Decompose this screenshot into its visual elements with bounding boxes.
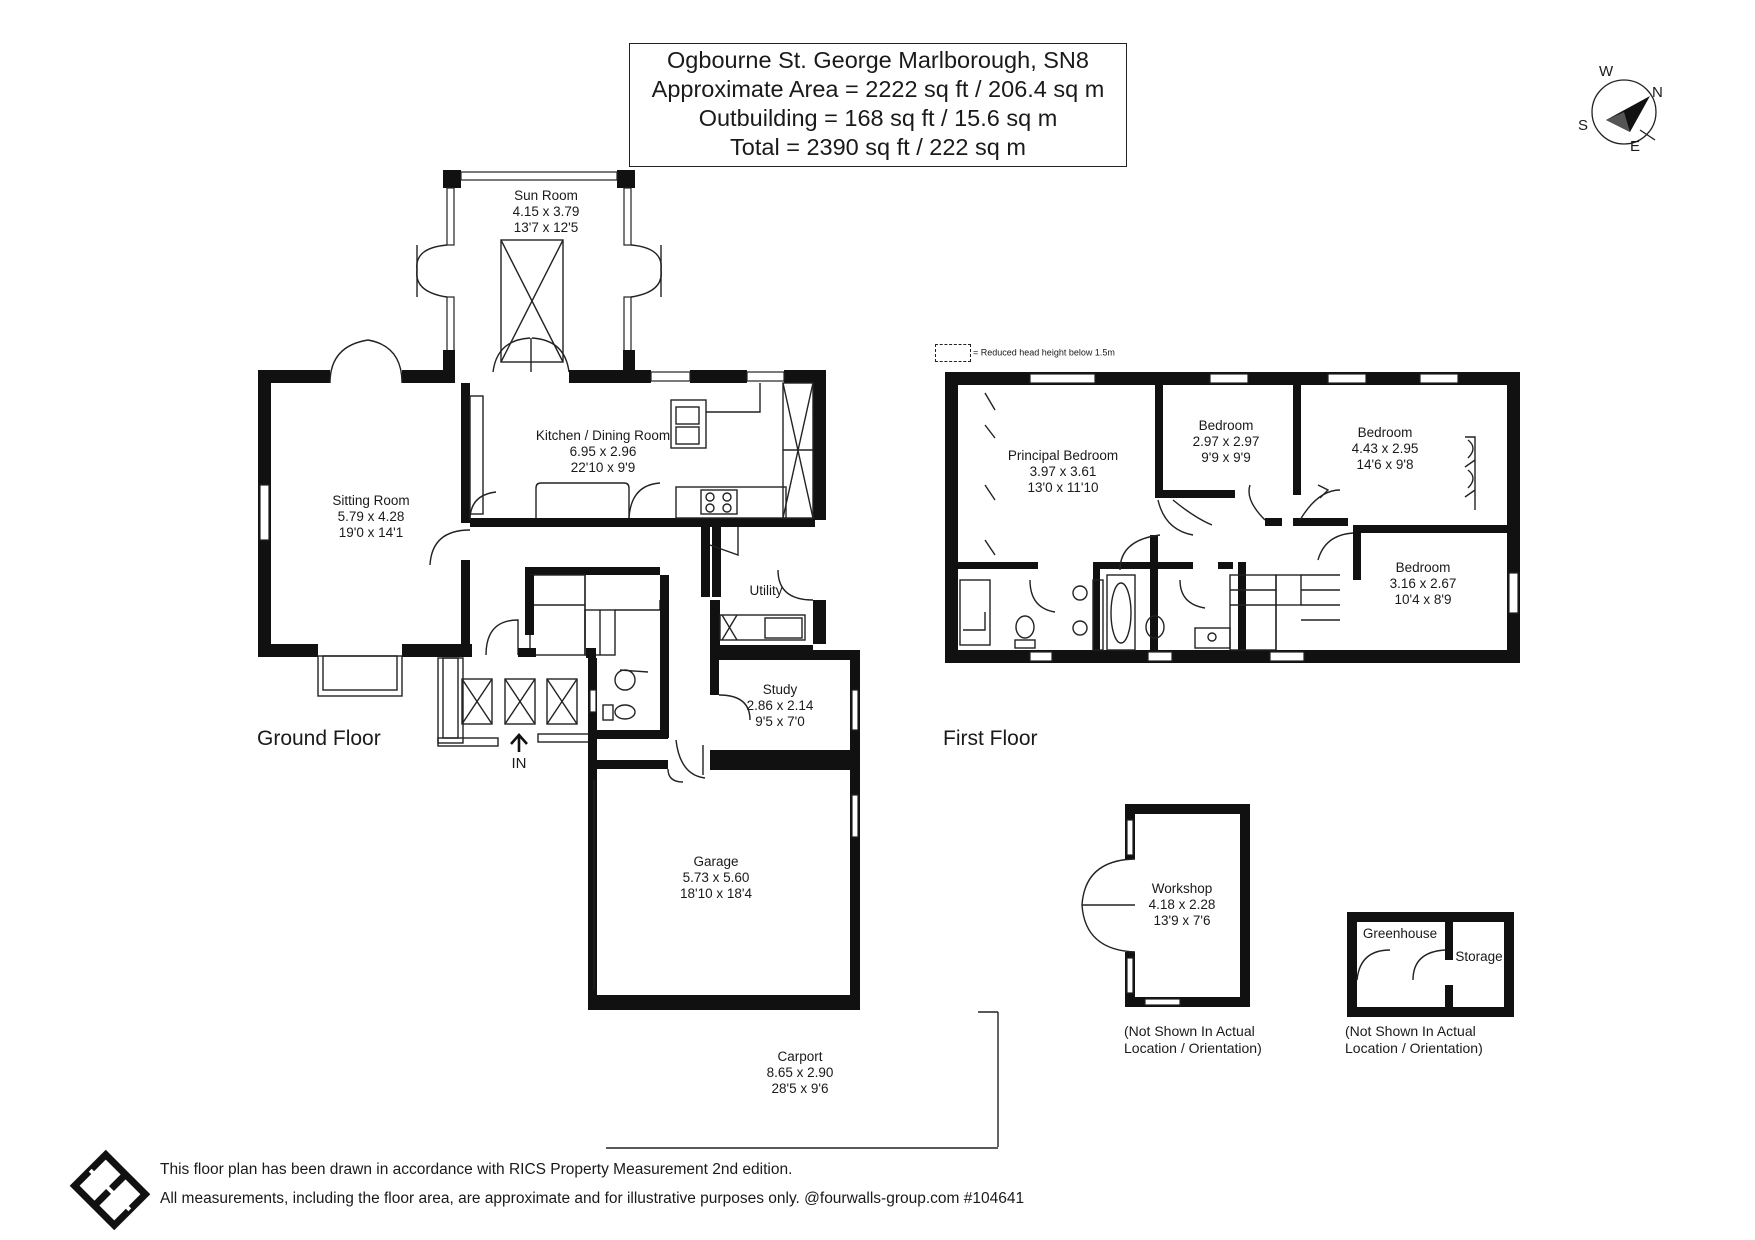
sitting-room-imperial: 19'0 x 14'1: [339, 525, 403, 540]
total-area: Total = 2390 sq ft / 222 sq m: [730, 134, 1026, 160]
carport-outline: [606, 1011, 999, 1149]
compass-w: W: [1599, 63, 1614, 80]
compass-e: E: [1630, 138, 1640, 155]
sitting-room-name: Sitting Room: [332, 493, 409, 508]
workshop-metric: 4.18 x 2.28: [1149, 897, 1216, 912]
dashed-box-icon: [935, 344, 971, 362]
garage-name: Garage: [693, 854, 738, 869]
greenhouse-note-line2: Location / Orientation): [1345, 1040, 1483, 1056]
greenhouse-location-note: (Not Shown In Actual Location / Orientat…: [1345, 1023, 1483, 1057]
legend-text: = Reduced head height below 1.5m: [973, 347, 1115, 358]
bedroom-3-imperial: 14'6 x 9'8: [1357, 457, 1414, 472]
carport-metric: 8.65 x 2.90: [767, 1065, 834, 1080]
greenhouse-name: Greenhouse: [1363, 926, 1437, 941]
bedroom-2-name: Bedroom: [1199, 418, 1254, 433]
kitchen-metric: 6.95 x 2.96: [570, 444, 637, 459]
compass-icon: [1591, 79, 1657, 145]
sun-room-imperial: 13'7 x 12'5: [514, 220, 578, 235]
workshop-imperial: 13'9 x 7'6: [1154, 913, 1211, 928]
workshop-plan: [1081, 804, 1250, 1007]
disclaimer: All measurements, including the floor ar…: [160, 1190, 1025, 1207]
storage-name: Storage: [1455, 949, 1502, 964]
garage-walls: [588, 736, 860, 1010]
ground-floor-label: Ground Floor: [257, 727, 381, 750]
workshop-location-note: (Not Shown In Actual Location / Orientat…: [1124, 1023, 1262, 1057]
study-metric: 2.86 x 2.14: [747, 698, 814, 713]
carport-name: Carport: [777, 1049, 822, 1064]
principal-bedroom-imperial: 13'0 x 11'10: [1028, 480, 1099, 495]
greenhouse-storage-plan: [1347, 912, 1514, 1017]
approximate-area: Approximate Area = 2222 sq ft / 206.4 sq…: [651, 76, 1105, 102]
first-floor-label: First Floor: [943, 727, 1038, 750]
rics-statement: This floor plan has been drawn in accord…: [160, 1161, 793, 1178]
bedroom-4-name: Bedroom: [1396, 560, 1451, 575]
principal-bedroom-metric: 3.97 x 3.61: [1030, 464, 1097, 479]
entrance-arrow-icon: [510, 733, 528, 752]
bedroom-3-metric: 4.43 x 2.95: [1352, 441, 1419, 456]
study-imperial: 9'5 x 7'0: [755, 714, 804, 729]
study-name: Study: [763, 682, 798, 697]
greenhouse-note-line1: (Not Shown In Actual: [1345, 1023, 1476, 1039]
bedroom-4-metric: 3.16 x 2.67: [1390, 576, 1457, 591]
ground-outer-walls: [258, 339, 826, 697]
hall-and-stairs: [429, 527, 814, 752]
utility-name: Utility: [750, 583, 783, 598]
study-walls: [710, 650, 860, 760]
garage-metric: 5.73 x 5.60: [683, 870, 750, 885]
sitting-room-metric: 5.79 x 4.28: [338, 509, 405, 524]
fourwalls-logo-icon: [69, 1149, 151, 1231]
bedroom-2-metric: 2.97 x 2.97: [1193, 434, 1260, 449]
address-title: Ogbourne St. George Marlborough, SN8: [667, 47, 1089, 73]
entrance-label: IN: [512, 755, 527, 772]
sun-room-walls: [416, 170, 662, 373]
bedroom-2-imperial: 9'9 x 9'9: [1201, 450, 1250, 465]
sun-room-metric: 4.15 x 3.79: [513, 204, 580, 219]
compass-n: N: [1652, 84, 1663, 101]
outbuilding-area: Outbuilding = 168 sq ft / 15.6 sq m: [698, 105, 1058, 131]
kitchen-imperial: 22'10 x 9'9: [571, 460, 635, 475]
title-box: Ogbourne St. George Marlborough, SN8 App…: [629, 43, 1127, 167]
workshop-note-line1: (Not Shown In Actual: [1124, 1023, 1255, 1039]
ground-floor-plan: [258, 170, 999, 1149]
workshop-name: Workshop: [1152, 881, 1213, 896]
bedroom-4-imperial: 10'4 x 8'9: [1395, 592, 1452, 607]
kitchen-name: Kitchen / Dining Room: [536, 428, 670, 443]
garage-imperial: 18'10 x 18'4: [680, 886, 752, 901]
bedroom-3-name: Bedroom: [1358, 425, 1413, 440]
sun-room-name: Sun Room: [514, 188, 578, 203]
carport-imperial: 28'5 x 9'6: [772, 1081, 829, 1096]
compass-s: S: [1578, 117, 1588, 134]
workshop-note-line2: Location / Orientation): [1124, 1040, 1262, 1056]
reduced-head-height-legend: = Reduced head height below 1.5m: [935, 344, 1115, 362]
principal-bedroom-name: Principal Bedroom: [1008, 448, 1118, 463]
first-floor-plan: [945, 372, 1520, 663]
kitchen-fittings: [469, 382, 814, 521]
